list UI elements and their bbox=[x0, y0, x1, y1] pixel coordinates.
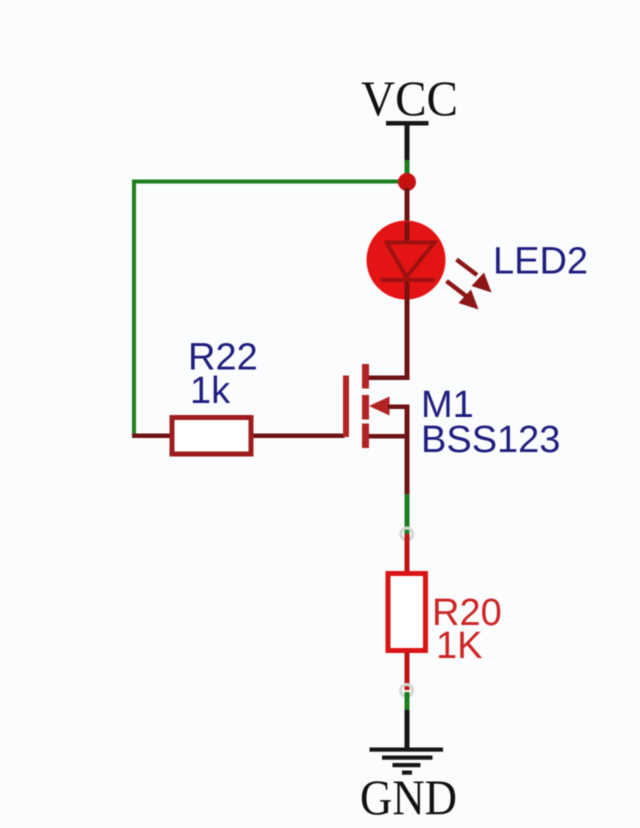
svg-text:BSS123: BSS123 bbox=[421, 419, 560, 461]
svg-text:VCC: VCC bbox=[361, 70, 458, 126]
svg-text:1K: 1K bbox=[436, 625, 482, 667]
svg-text:R20: R20 bbox=[432, 592, 502, 634]
svg-text:R22: R22 bbox=[188, 337, 258, 379]
svg-text:LED2: LED2 bbox=[493, 241, 588, 283]
svg-text:M1: M1 bbox=[421, 384, 474, 426]
svg-text:GND: GND bbox=[360, 769, 457, 825]
svg-text:1k: 1k bbox=[190, 370, 231, 412]
